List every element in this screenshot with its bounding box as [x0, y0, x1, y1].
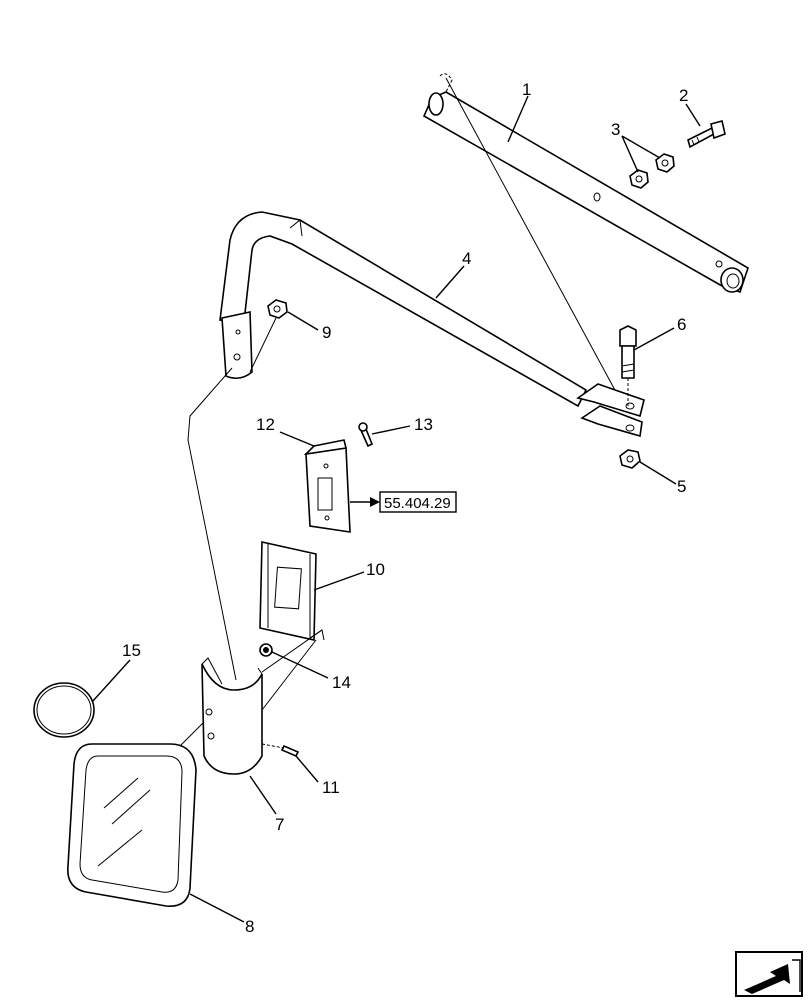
callout-15: 15 [122, 641, 141, 660]
mirror [67, 721, 205, 907]
callout-12: 12 [256, 415, 275, 434]
cover [303, 439, 351, 533]
callout-labels: 1 2 3 4 5 6 7 8 9 10 11 12 13 14 15 [122, 80, 688, 936]
callout-5: 5 [677, 477, 686, 496]
callout-4: 4 [462, 249, 471, 268]
reference-label[interactable]: 55.404.29 [384, 495, 451, 512]
support-tube [422, 73, 749, 294]
callout-6: 6 [677, 315, 686, 334]
callout-14: 14 [332, 673, 351, 692]
callout-7: 7 [275, 815, 284, 834]
reference-link[interactable]: 55.404.29 [350, 491, 457, 513]
mirror-bracket [201, 629, 323, 775]
screw [358, 422, 374, 448]
nut [259, 643, 273, 657]
callout-9: 9 [322, 323, 331, 342]
mirror-arm [219, 211, 645, 438]
bolt [687, 120, 726, 149]
callout-1: 1 [522, 80, 531, 99]
callout-10: 10 [366, 560, 385, 579]
screw [261, 743, 300, 758]
callout-8: 8 [245, 917, 254, 936]
plate [259, 541, 325, 641]
nut [619, 449, 641, 469]
callout-11: 11 [322, 778, 340, 797]
callout-2: 2 [679, 86, 688, 105]
bolt [619, 325, 637, 406]
nut [629, 169, 649, 189]
ring [33, 682, 95, 738]
callout-13: 13 [414, 415, 433, 434]
nut [655, 153, 675, 173]
back-arrow-icon[interactable] [735, 951, 803, 997]
callout-3: 3 [611, 120, 620, 139]
leader-lines [91, 95, 701, 923]
nut [267, 299, 288, 319]
